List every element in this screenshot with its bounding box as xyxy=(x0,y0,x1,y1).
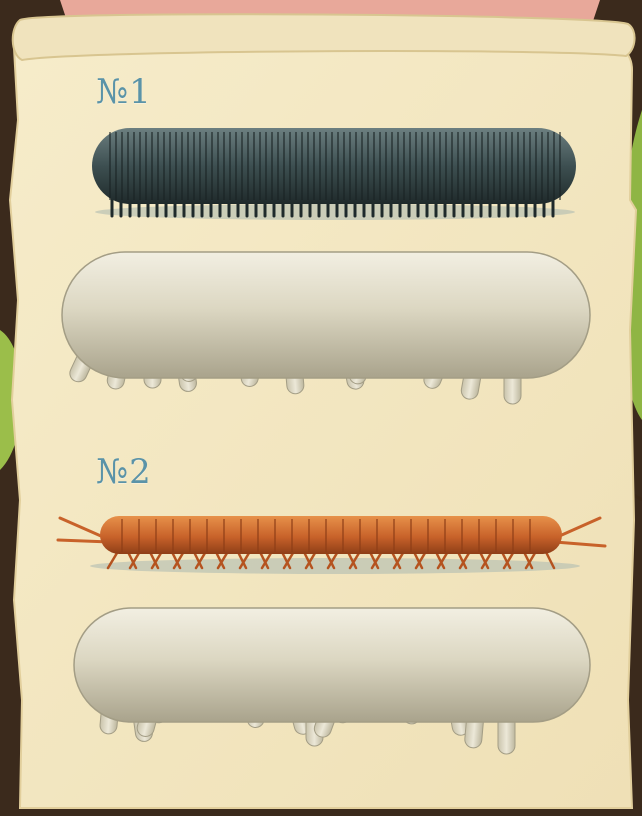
centipede-illustration xyxy=(58,516,605,574)
section-1-label: №1 xyxy=(96,72,152,112)
section-2-label: №2 xyxy=(96,452,152,492)
